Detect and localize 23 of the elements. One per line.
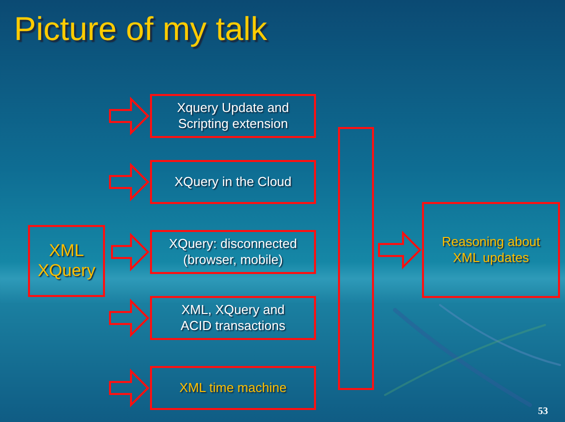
text-box [150, 160, 316, 204]
page-number: 53 [538, 406, 548, 417]
slide-title: Picture of my talk [14, 10, 268, 48]
text-box [28, 225, 105, 297]
block-arrow [378, 230, 422, 270]
text-box [422, 202, 560, 298]
block-arrow [109, 162, 150, 202]
text-box [150, 296, 316, 340]
box-label: XML, XQuery and ACID transactions [180, 302, 286, 334]
text-box [150, 94, 316, 138]
box-label: XQuery: disconnected (browser, mobile) [168, 236, 298, 268]
text-box [150, 366, 316, 410]
box-label: Xquery Update and Scripting extension [176, 100, 290, 132]
block-arrow [109, 96, 150, 136]
box-label: Reasoning about XML updates [440, 234, 542, 266]
block-arrow [111, 232, 150, 272]
block-arrow [109, 368, 150, 408]
empty-box [338, 127, 374, 390]
text-box [150, 230, 316, 274]
box-label: XML time machine [179, 380, 287, 396]
block-arrow [109, 298, 150, 338]
box-label: XQuery in the Cloud [174, 174, 292, 190]
box-label: XML XQuery [38, 240, 96, 282]
